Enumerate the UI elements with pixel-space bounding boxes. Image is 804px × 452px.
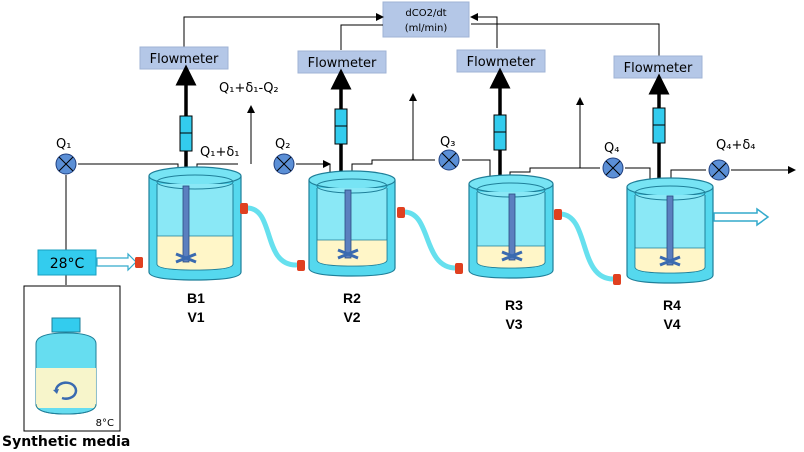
inlet-connector [613, 274, 621, 285]
gas-collection-lines [183, 13, 660, 56]
reactor-rim [308, 170, 396, 190]
reactor-4-id: R4 [663, 297, 681, 313]
flowmeter-label: Flowmeter [308, 56, 377, 71]
temperature-value: 28°C [50, 256, 85, 272]
label-q1-plus-d1: Q₁+δ₁ [200, 145, 240, 160]
reactor-1 [135, 166, 248, 281]
reactor-rim [468, 174, 554, 194]
reactor-inner-rim [156, 174, 234, 190]
flowmeter-2: Flowmeter [297, 50, 387, 74]
valve-q3 [438, 149, 460, 171]
stirrer-impeller [175, 252, 197, 264]
reactor-2-id: R2 [343, 290, 361, 306]
stirrer-shaft [182, 185, 190, 263]
co2-rate-line1: dCO2/dt [405, 8, 446, 19]
reactor-3-volume: V3 [505, 316, 522, 332]
temperature-box: 28°C [37, 249, 143, 276]
reactor-4-volume: V4 [663, 316, 680, 332]
stirrer-impeller [659, 255, 681, 267]
flowmeter-1: Flowmeter [139, 46, 229, 70]
outlet-connector [397, 207, 405, 218]
reactor-3-id: R3 [505, 297, 523, 313]
reactor-1-id: B1 [187, 290, 205, 306]
reactor-labels: B1 V1 R2 V2 R3 V3 R4 V4 [187, 290, 681, 332]
label-q4: Q₄ [604, 141, 619, 156]
gas-sensors [179, 107, 666, 152]
reactor-2-volume: V2 [343, 309, 360, 325]
stirrer-shaft [344, 189, 352, 259]
label-q1-d1-minus-q2: Q₁+δ₁-Q₂ [219, 81, 279, 96]
stirrer-impeller [337, 248, 359, 260]
inlet-connector [297, 260, 305, 271]
label-q4-plus-d4: Q₄+δ₄ [716, 138, 756, 153]
reactor-rim [626, 177, 714, 197]
storage-temperature: 8°C [96, 418, 114, 429]
reactor-rim [148, 166, 242, 186]
reactors-group [135, 166, 714, 285]
label-q3: Q₃ [440, 135, 455, 150]
outlet-connector [240, 203, 248, 214]
stirrer-shaft [666, 195, 674, 266]
reactor-2 [297, 170, 405, 277]
transfer-tubes [244, 205, 617, 282]
outlet-connector [554, 209, 562, 220]
media-label: Synthetic media [2, 434, 130, 450]
reactor-3 [455, 174, 562, 279]
media-storage: 8°C [23, 285, 121, 432]
flowmeter-4: Flowmeter [613, 55, 703, 79]
reactor-1-volume: V1 [187, 309, 204, 325]
co2-rate-line2: (ml/min) [405, 23, 448, 34]
flowmeter-3: Flowmeter [456, 49, 546, 73]
valve-q2 [273, 153, 295, 175]
valve-q4-out [708, 159, 730, 181]
co2-rate-box: dCO2/dt (ml/min) [382, 1, 470, 38]
flowmeter-label: Flowmeter [624, 61, 693, 76]
stirrer-shaft [508, 193, 516, 261]
reactor-4 [613, 177, 714, 285]
valve-q4 [602, 157, 624, 179]
valve-q1 [55, 153, 77, 175]
valves [55, 149, 730, 181]
stirrer-impeller [501, 250, 523, 262]
label-q1: Q₁ [56, 137, 71, 152]
flowmeter-label: Flowmeter [467, 55, 536, 70]
label-q2: Q₂ [275, 137, 290, 152]
reactor-inner-rim [316, 178, 388, 194]
inlet-connector [455, 263, 463, 274]
flowmeter-label: Flowmeter [150, 52, 219, 67]
flow-labels: Q₁ Q₁+δ₁ Q₁+δ₁-Q₂ Q₂ Q₃ Q₄ Q₄+δ₄ [56, 81, 756, 160]
outlet-arrow [713, 207, 770, 227]
